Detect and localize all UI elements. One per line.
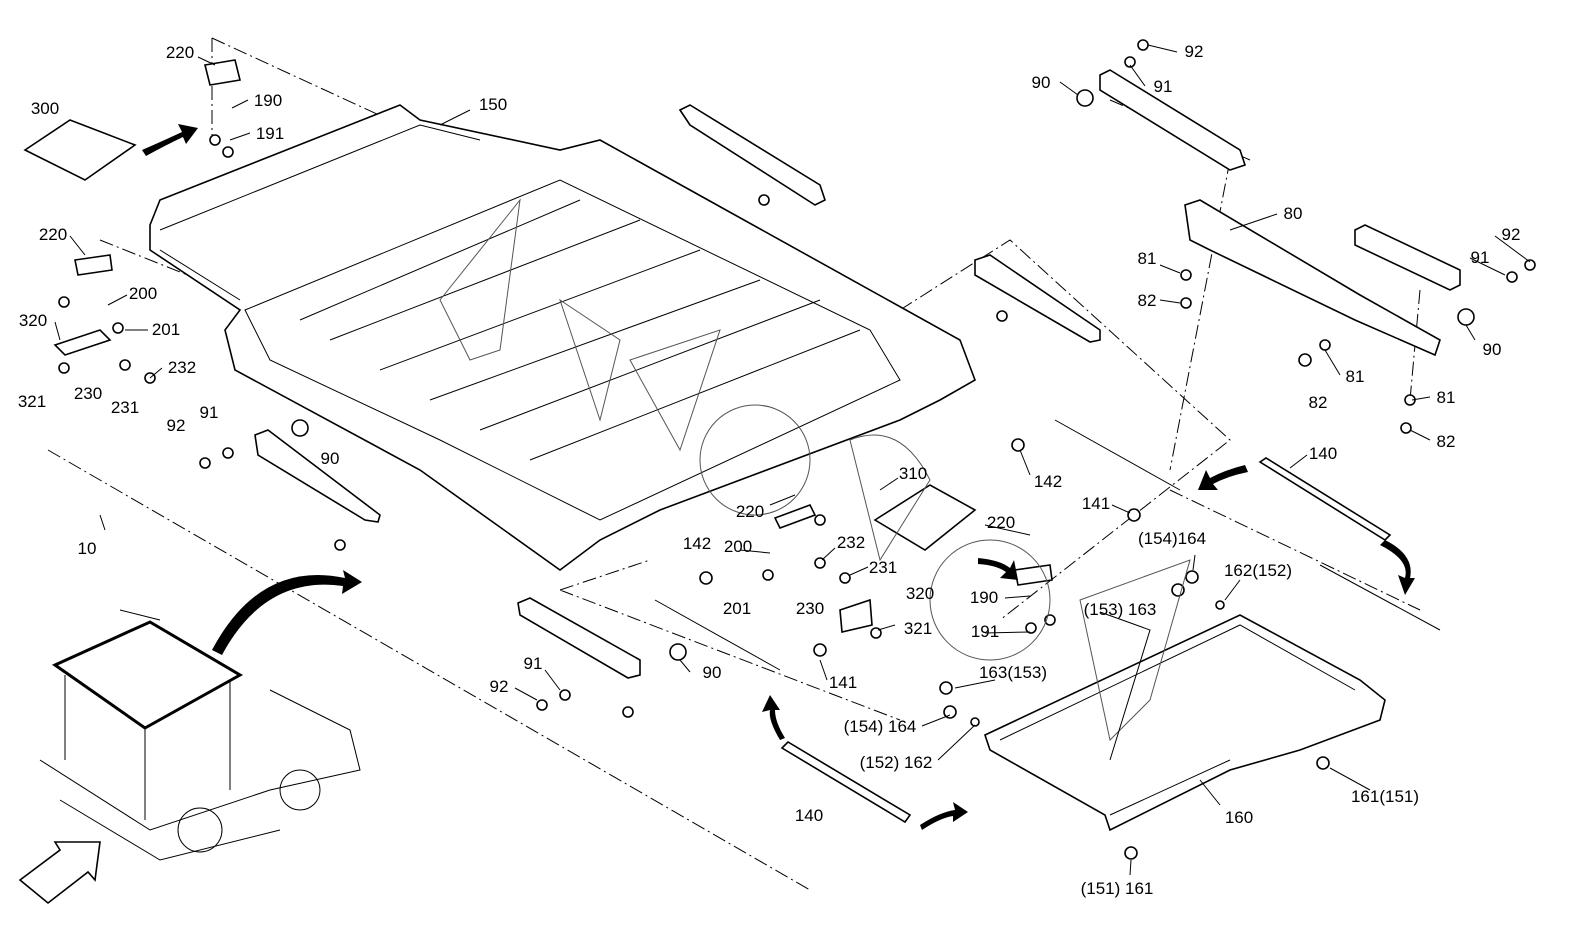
part-label: 220 xyxy=(39,225,67,244)
part-label: 232 xyxy=(837,533,865,552)
watermark xyxy=(439,198,1191,742)
part-label: 92 xyxy=(1185,42,1204,61)
part-label: 201 xyxy=(152,320,180,339)
part-label: 230 xyxy=(796,599,824,618)
part-label: (152) 162 xyxy=(860,753,933,772)
part-label: 90 xyxy=(1483,340,1502,359)
part-label: 92 xyxy=(1502,225,1521,244)
part-label: 191 xyxy=(256,124,284,143)
part-label: 91 xyxy=(200,403,219,422)
part-label: 141 xyxy=(1082,494,1110,513)
part-label: (153) 163 xyxy=(1084,600,1157,619)
part-label: 90 xyxy=(1032,73,1051,92)
part-label: 160 xyxy=(1225,808,1253,827)
part-label: 92 xyxy=(490,677,509,696)
part-label: 82 xyxy=(1309,393,1328,412)
part-label: 91 xyxy=(1154,77,1173,96)
part-label: 232 xyxy=(168,358,196,377)
part-label: 230 xyxy=(74,384,102,403)
part-label: 320 xyxy=(19,311,47,330)
part-label: 231 xyxy=(869,558,897,577)
part-label: 190 xyxy=(970,588,998,607)
strip-140 xyxy=(654,419,1441,824)
part-label: 220 xyxy=(736,502,764,521)
part-label: 81 xyxy=(1437,388,1456,407)
machine-overview-sketch xyxy=(39,609,361,861)
part-label: 91 xyxy=(524,654,543,673)
part-label: 161(151) xyxy=(1351,787,1419,806)
part-label: 300 xyxy=(31,99,59,118)
part-label: 80 xyxy=(1284,204,1303,223)
part-label: 190 xyxy=(254,91,282,110)
part-label: 201 xyxy=(723,599,751,618)
part-label: 220 xyxy=(166,43,194,62)
part-label: 90 xyxy=(321,449,340,468)
brackets xyxy=(23,59,1461,679)
part-label: 10 xyxy=(78,539,97,558)
part-label: 82 xyxy=(1437,432,1456,451)
part-label: 162(152) xyxy=(1224,561,1292,580)
direction-arrows xyxy=(18,124,1415,905)
part-label: 321 xyxy=(904,619,932,638)
part-label: 82 xyxy=(1138,291,1157,310)
part-label: 142 xyxy=(1034,472,1062,491)
part-label: 231 xyxy=(111,398,139,417)
part-label: 81 xyxy=(1346,367,1365,386)
part-label: (151) 161 xyxy=(1081,879,1154,898)
part-label: 220 xyxy=(987,513,1015,532)
part-label: 140 xyxy=(795,806,823,825)
part-label: 141 xyxy=(829,673,857,692)
part-label: 90 xyxy=(703,663,722,682)
part-labels: 220 190 191 300 150 220 200 201 320 232 … xyxy=(18,42,1521,898)
part-label: 81 xyxy=(1138,249,1157,268)
part-label: 92 xyxy=(167,416,186,435)
part-label: 91 xyxy=(1471,248,1490,267)
part-label: 320 xyxy=(906,584,934,603)
part-label: 150 xyxy=(479,95,507,114)
roof-panel-150 xyxy=(149,104,976,571)
part-label: (154)164 xyxy=(1138,529,1206,548)
part-label: 191 xyxy=(971,622,999,641)
part-label: 200 xyxy=(129,284,157,303)
part-label: 142 xyxy=(683,534,711,553)
part-label: 321 xyxy=(18,392,46,411)
part-label: 163(153) xyxy=(979,663,1047,682)
part-label: (154) 164 xyxy=(844,717,917,736)
front-cover-160 xyxy=(984,614,1386,832)
part-label: 310 xyxy=(899,464,927,483)
part-label: 200 xyxy=(724,537,752,556)
leader-lines xyxy=(54,44,1531,876)
part-label: 140 xyxy=(1309,444,1337,463)
